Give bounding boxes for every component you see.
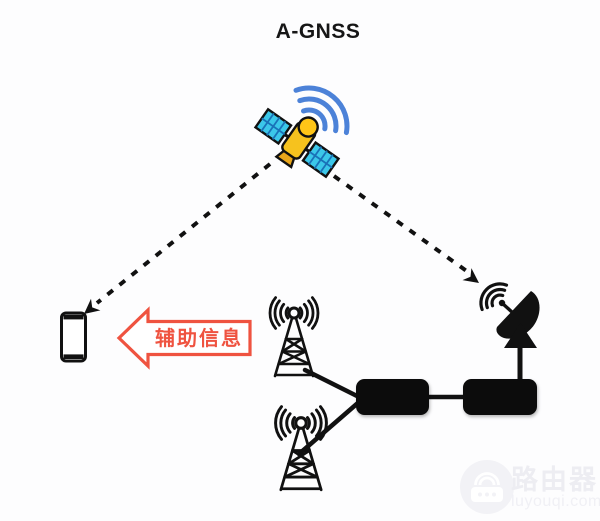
dish-feed-arm bbox=[500, 301, 515, 315]
tower-lower-to-server-link bbox=[296, 399, 362, 457]
assist-info-arrow: 辅助信息 bbox=[116, 306, 252, 370]
server-box-right bbox=[463, 379, 537, 415]
satellite-to-phone-link bbox=[95, 162, 272, 305]
watermark: 路由器 luyouqi.com bbox=[460, 460, 600, 514]
server-box-left bbox=[356, 379, 429, 415]
phone-icon bbox=[60, 311, 87, 363]
diagram-title: A-GNSS bbox=[276, 20, 361, 43]
watermark-router-icon bbox=[471, 472, 503, 502]
watermark-brand: 路由器 bbox=[511, 464, 598, 495]
dish-mount bbox=[504, 323, 537, 348]
assist-info-arrow-shape bbox=[116, 306, 252, 370]
cell-tower-lower-icon bbox=[273, 405, 329, 492]
satellite-antenna-cap bbox=[297, 116, 319, 138]
tower-upper-to-server-link bbox=[302, 367, 362, 400]
panel-grid-left bbox=[260, 112, 287, 140]
satellite-to-station-link bbox=[332, 174, 470, 274]
satellite-to-phone-arrowhead-icon bbox=[84, 298, 101, 314]
ground-station-dish-icon bbox=[479, 282, 540, 348]
satellite-icon bbox=[253, 107, 341, 179]
dish-bowl bbox=[496, 291, 540, 339]
dish-signal-waves-icon bbox=[479, 282, 509, 312]
satellite-to-station-arrowhead-icon bbox=[462, 268, 479, 283]
phone-earpiece-bar bbox=[63, 314, 84, 320]
watermark-site: luyouqi.com bbox=[511, 493, 600, 510]
assist-info-label: 辅助信息 bbox=[155, 326, 243, 350]
cell-tower-upper-icon bbox=[268, 296, 320, 378]
panel-grid-right bbox=[307, 146, 334, 174]
phone-home-bar bbox=[63, 354, 84, 359]
satellite-signal-waves-icon bbox=[293, 85, 350, 136]
